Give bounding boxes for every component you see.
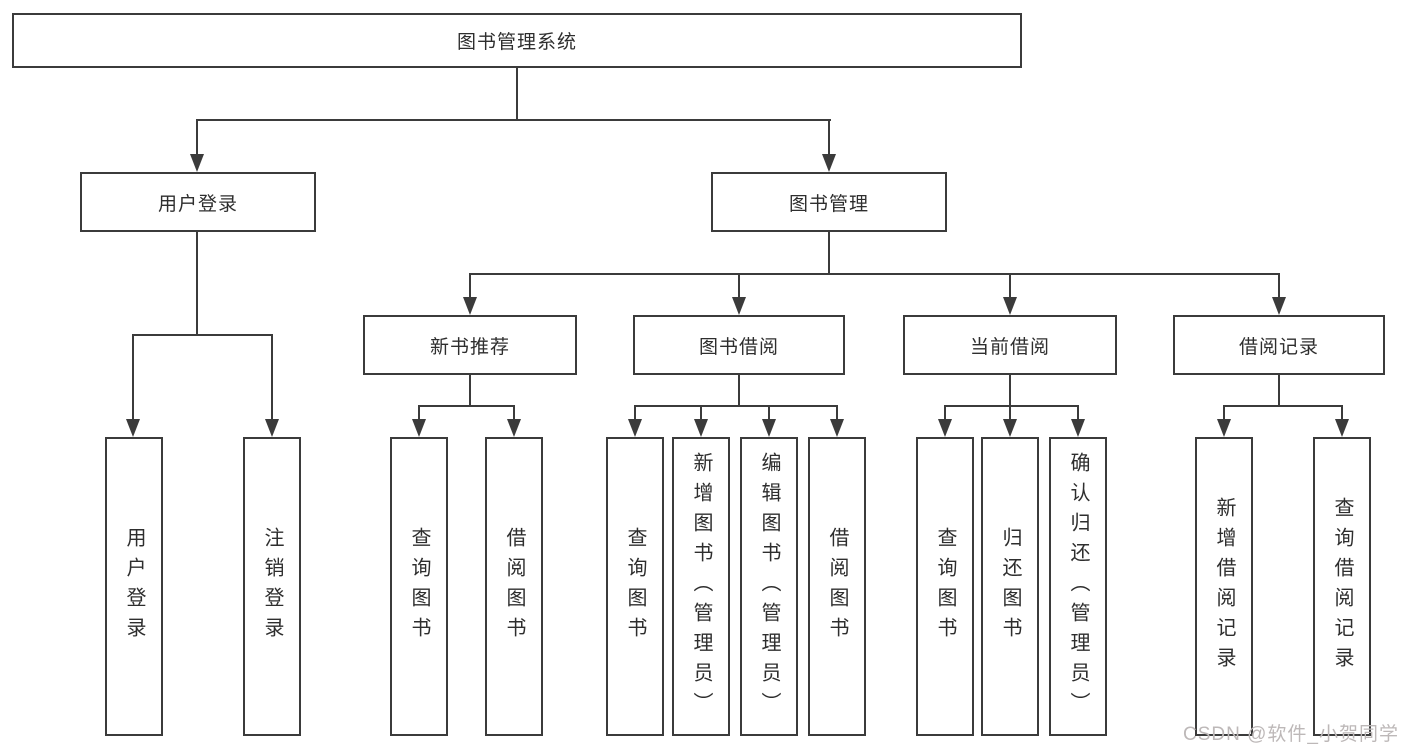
csdn-watermark: CSDN @软件_小贺同学 (1183, 724, 1399, 745)
arrow-down-icon (463, 297, 477, 315)
node-book-borrow-label: 图书借阅 (698, 336, 779, 358)
leaf-borrow-search-label: 查询图书 (624, 526, 646, 647)
connector-line (1223, 405, 1225, 420)
node-current-borrow: 当前借阅 (903, 315, 1117, 375)
connector-line (634, 405, 636, 420)
connector-line (738, 273, 740, 298)
arrow-down-icon (1272, 297, 1286, 315)
connector-line (836, 405, 838, 420)
connector-line (516, 67, 518, 120)
leaf-records-add: 新增借阅记录 (1195, 437, 1253, 736)
leaf-records-add-label: 新增借阅记录 (1213, 496, 1235, 677)
connector-line (944, 405, 1079, 407)
connector-line (1077, 405, 1079, 420)
arrow-down-icon (628, 419, 642, 437)
connector-line (828, 232, 830, 274)
leaf-borrow-addbook-label: 新增图书（管理员） (690, 451, 712, 722)
node-root-label: 图书管理系统 (456, 32, 577, 53)
connector-line (1009, 375, 1011, 407)
leaf-user-login-label: 用户登录 (123, 526, 145, 647)
connector-line (1223, 405, 1343, 407)
arrow-down-icon (1217, 419, 1231, 437)
connector-line (1009, 273, 1011, 298)
node-borrow-records-label: 借阅记录 (1238, 336, 1319, 358)
node-borrow-records: 借阅记录 (1173, 315, 1385, 375)
leaf-current-search: 查询图书 (916, 437, 974, 736)
arrow-down-icon (1003, 297, 1017, 315)
leaf-newbook-borrow-label: 借阅图书 (503, 526, 525, 647)
node-book-management: 图书管理 (711, 172, 947, 232)
connector-line (944, 405, 946, 420)
connector-line (1009, 405, 1011, 420)
leaf-borrow-editbook: 编辑图书（管理员） (740, 437, 798, 736)
arrow-down-icon (830, 419, 844, 437)
leaf-user-login: 用户登录 (105, 437, 163, 736)
leaf-newbook-borrow: 借阅图书 (485, 437, 543, 736)
connector-line (1341, 405, 1343, 420)
leaf-records-search-label: 查询借阅记录 (1331, 496, 1353, 677)
connector-line (132, 334, 134, 419)
leaf-borrow-search: 查询图书 (606, 437, 664, 736)
leaf-current-search-label: 查询图书 (934, 526, 956, 647)
node-user-login: 用户登录 (80, 172, 316, 232)
leaf-logout: 注销登录 (243, 437, 301, 736)
leaf-current-return: 归还图书 (981, 437, 1039, 736)
leaf-records-search: 查询借阅记录 (1313, 437, 1371, 736)
leaf-borrow-borrowbook-label: 借阅图书 (826, 526, 848, 647)
node-root: 图书管理系统 (12, 13, 1022, 68)
leaf-newbook-search-label: 查询图书 (408, 526, 430, 647)
connector-line (768, 405, 770, 420)
leaf-borrow-editbook-label: 编辑图书（管理员） (758, 451, 780, 722)
arrow-down-icon (762, 419, 776, 437)
arrow-down-icon (938, 419, 952, 437)
leaf-borrow-borrowbook: 借阅图书 (808, 437, 866, 736)
arrow-down-icon (412, 419, 426, 437)
leaf-current-return-label: 归还图书 (999, 526, 1021, 647)
connector-line (196, 119, 831, 121)
arrow-down-icon (190, 154, 204, 172)
connector-line (196, 232, 198, 336)
arrow-down-icon (126, 419, 140, 437)
connector-line (469, 273, 471, 298)
arrow-down-icon (1003, 419, 1017, 437)
node-user-login-label: 用户登录 (157, 193, 238, 215)
leaf-current-confirm-return-label: 确认归还（管理员） (1067, 451, 1089, 722)
leaf-current-confirm-return: 确认归还（管理员） (1049, 437, 1107, 736)
node-current-borrow-label: 当前借阅 (969, 336, 1050, 358)
connector-line (132, 334, 273, 336)
arrow-down-icon (822, 154, 836, 172)
connector-line (469, 375, 471, 407)
leaf-newbook-search: 查询图书 (390, 437, 448, 736)
node-new-book-recommend: 新书推荐 (363, 315, 577, 375)
connector-line (634, 405, 838, 407)
arrow-down-icon (732, 297, 746, 315)
connector-line (700, 405, 702, 420)
arrow-down-icon (1335, 419, 1349, 437)
arrow-down-icon (694, 419, 708, 437)
leaf-logout-label: 注销登录 (261, 526, 283, 647)
leaf-borrow-addbook: 新增图书（管理员） (672, 437, 730, 736)
arrow-down-icon (507, 419, 521, 437)
arrow-down-icon (265, 419, 279, 437)
connector-line (513, 405, 515, 420)
node-book-management-label: 图书管理 (788, 193, 869, 215)
connector-line (738, 375, 740, 407)
connector-line (1278, 273, 1280, 298)
node-new-book-recommend-label: 新书推荐 (429, 336, 510, 358)
connector-line (418, 405, 515, 407)
node-book-borrow: 图书借阅 (633, 315, 845, 375)
arrow-down-icon (1071, 419, 1085, 437)
connector-line (271, 334, 273, 419)
connector-line (469, 273, 1280, 275)
connector-line (418, 405, 420, 420)
connector-line (196, 119, 198, 155)
connector-line (1278, 375, 1280, 407)
connector-line (828, 119, 830, 155)
